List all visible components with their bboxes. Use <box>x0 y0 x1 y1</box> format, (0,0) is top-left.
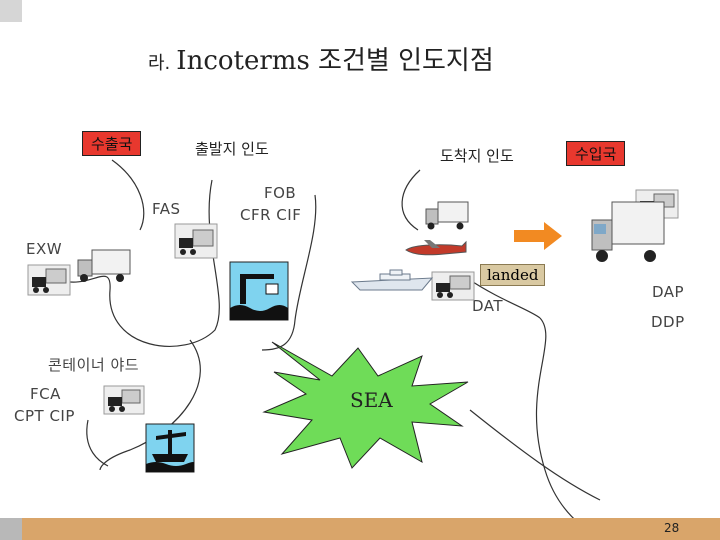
title-text: Incoterms 조건별 인도지점 <box>176 46 494 76</box>
sea-burst <box>262 341 469 469</box>
import-country-badge: 수입국 <box>566 141 626 166</box>
departure-delivery-label: 출발지 인도 <box>195 140 269 158</box>
exw-label: EXW <box>26 240 63 258</box>
crane-port-icon <box>145 423 195 473</box>
sea-label: SEA <box>350 388 393 412</box>
truck-icon <box>77 249 131 282</box>
landed-label: landed <box>480 264 546 286</box>
export-country-badge: 수출국 <box>82 131 142 156</box>
ddp-label: DDP <box>651 313 685 331</box>
dap-label: DAP <box>652 283 685 301</box>
forklift-icon <box>174 223 218 259</box>
forklift-icon <box>431 271 475 301</box>
slide-title: 라.Incoterms 조건별 인도지점 <box>148 40 494 77</box>
footer-corner <box>0 518 22 540</box>
arrival-delivery-label: 도착지 인도 <box>440 147 514 165</box>
title-prefix: 라. <box>148 53 171 74</box>
fob-label: FOB <box>264 184 297 202</box>
crane-port-icon <box>229 261 289 321</box>
dat-label: DAT <box>472 297 504 315</box>
cpt-cip-label: CPT CIP <box>14 407 75 425</box>
cfr-cif-label: CFR CIF <box>240 206 302 224</box>
page-number: 28 <box>664 521 680 535</box>
truck-icon <box>425 201 469 230</box>
footer-bar <box>0 518 720 540</box>
fca-label: FCA <box>30 385 61 403</box>
airplane-icon <box>405 240 467 256</box>
truck-icon <box>591 201 665 262</box>
ship-icon <box>350 269 434 291</box>
corner-decoration <box>0 0 22 22</box>
right-arrow-icon <box>514 222 562 250</box>
forklift-icon <box>27 264 71 296</box>
forklift-icon <box>103 385 145 415</box>
fas-label: FAS <box>152 200 181 218</box>
container-yard-label: 콘테이너 야드 <box>48 356 140 374</box>
